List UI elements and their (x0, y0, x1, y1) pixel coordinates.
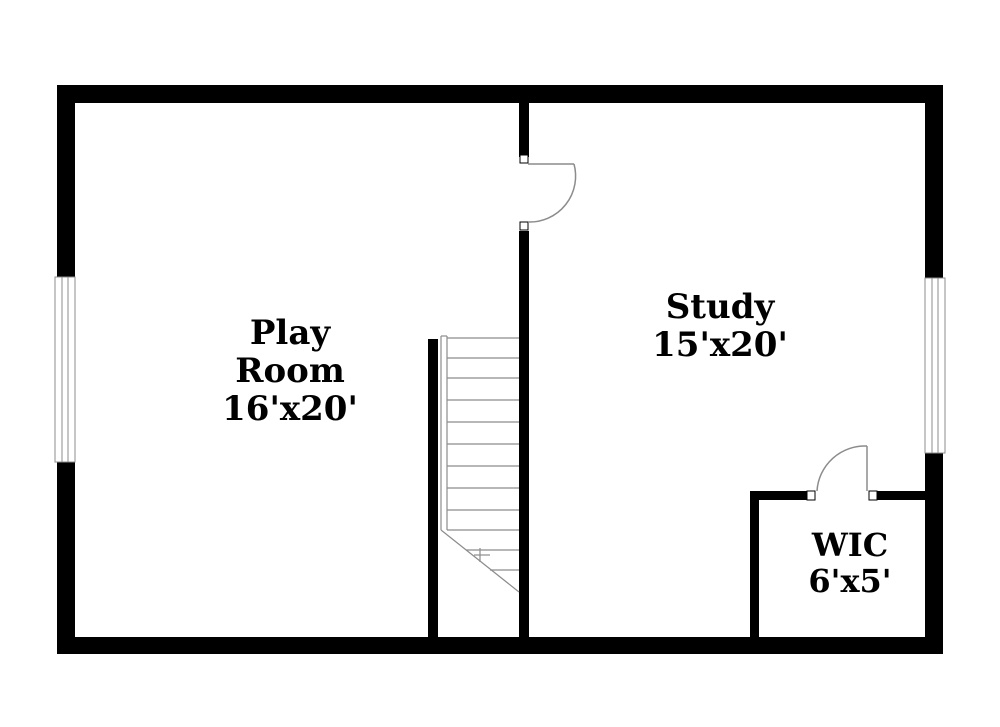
interior-walls (428, 95, 933, 645)
door-jambs (519, 154, 878, 501)
wic-dimensions: 6'x5' (808, 561, 892, 600)
left-wall-lower (57, 462, 75, 654)
right-wall-lower (925, 453, 943, 654)
center-wall-lower (519, 231, 529, 645)
wic-label: WIC 6'x5' (775, 526, 925, 600)
left-wall-upper (57, 85, 75, 277)
play-room-dimensions: 16'x20' (222, 389, 358, 430)
staircase-icon (440, 335, 520, 593)
wic-name: WIC (811, 526, 889, 564)
outer-walls (57, 85, 943, 654)
study-label: Study 15'x20' (630, 288, 810, 364)
bottom-wall (57, 637, 943, 654)
play-room-label: Play Room 16'x20' (200, 314, 380, 428)
wic-top-wall-right (877, 491, 933, 500)
top-wall (57, 85, 943, 103)
wic-door-swing-icon (816, 445, 868, 492)
study-name: Study (665, 287, 775, 327)
center-wall-upper (519, 95, 529, 157)
right-window-icon (924, 277, 946, 454)
right-wall-upper (925, 85, 943, 278)
stair-wall (428, 339, 438, 645)
door-swing-icon (527, 163, 577, 223)
play-room-name-line1: Play (249, 313, 331, 353)
play-room-name-line2: Room (235, 351, 345, 392)
wic-left-wall (750, 491, 759, 645)
study-dimensions: 15'x20' (652, 325, 788, 366)
window-icon (54, 276, 76, 463)
wic-top-wall-left (750, 491, 808, 500)
